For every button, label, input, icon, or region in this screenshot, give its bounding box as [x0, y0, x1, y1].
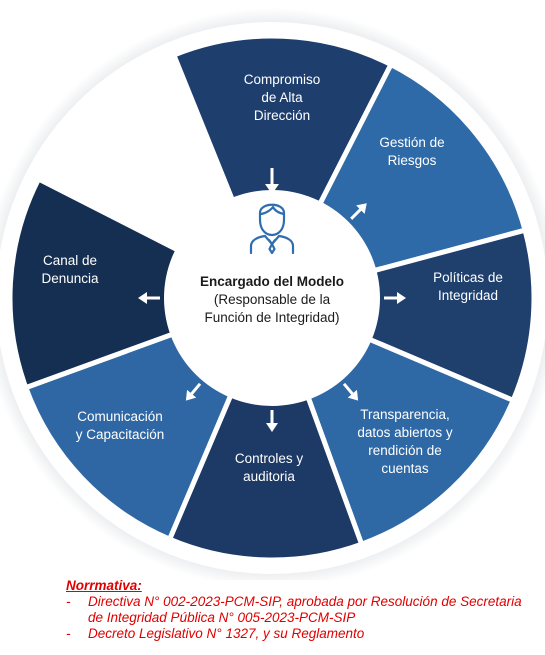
segment-label: Comunicación y Capacitación: [75, 409, 165, 442]
arrow-icon: [185, 382, 202, 401]
wheel-graphic: [0, 8, 545, 580]
segment-label: Transparencia, datos abiertos y rendició…: [357, 407, 453, 476]
person-icon: [249, 203, 295, 254]
arrow-icon: [138, 292, 160, 304]
center-label: Encargado del Modelo (Responsable de la …: [182, 273, 362, 327]
arrow-icon: [350, 203, 367, 220]
segment-label: Controles y auditoria: [234, 451, 304, 484]
note-text-decreto: Decreto Legislativo N° 1327, y su Reglam…: [88, 626, 365, 641]
arrow-icon: [265, 168, 279, 194]
note-item: - Directiva N° 002-2023-PCM-SIP, aprobad…: [66, 594, 536, 626]
center-subtitle: (Responsable de la Función de Integridad…: [204, 292, 340, 325]
note-text-directiva: Directiva N° 002-2023-PCM-SIP, aprobada …: [88, 594, 522, 625]
center-disc: [164, 190, 380, 406]
segment-label: Gestión de Riesgos: [379, 135, 445, 168]
segment-label: Compromiso de Alta Dirección: [243, 72, 321, 123]
arrow-icon: [342, 382, 359, 401]
center-title: Encargado del Modelo: [199, 274, 345, 289]
notes-title: Norrmativa:: [66, 578, 142, 593]
segment-label: Políticas de Integridad: [433, 270, 503, 303]
note-item: - Decreto Legislativo N° 1327, y su Regl…: [66, 626, 536, 642]
arrow-icon: [266, 410, 278, 432]
arrow-icon: [384, 292, 406, 304]
regulations-notes: Norrmativa: - Directiva N° 002-2023-PCM-…: [66, 578, 536, 642]
segment-label: Canal de Denuncia: [41, 253, 99, 286]
